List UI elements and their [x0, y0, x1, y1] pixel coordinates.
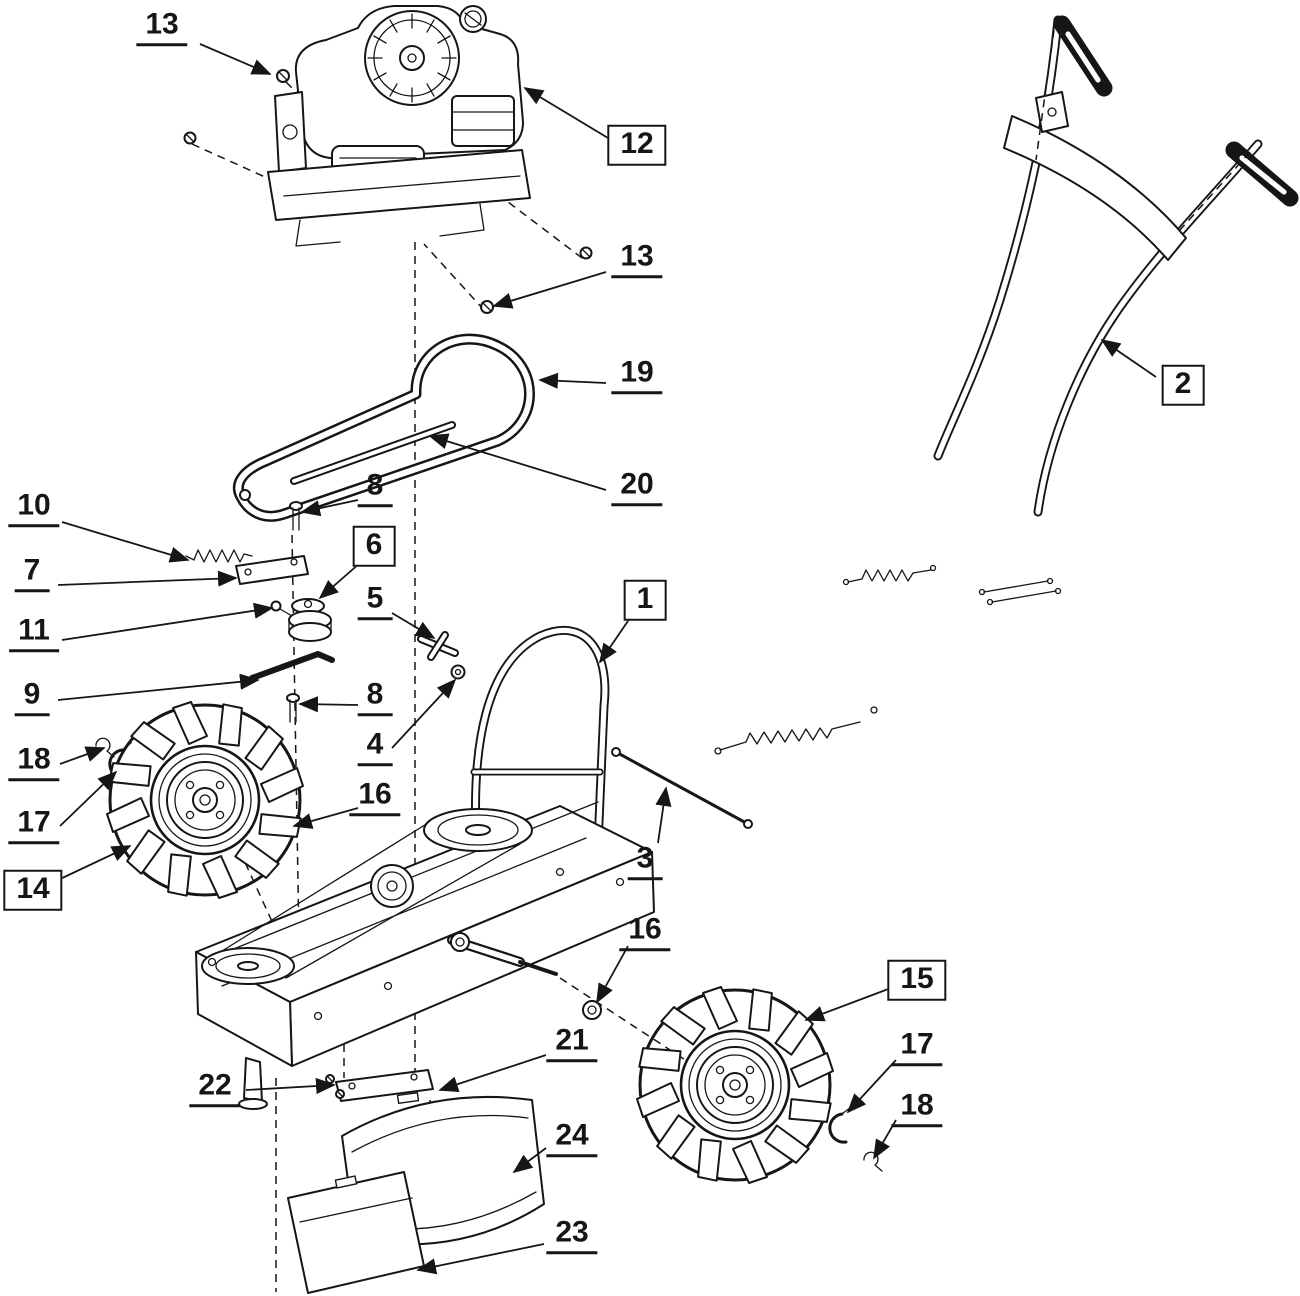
deck-stand-leg	[238, 1057, 268, 1110]
leader-5	[391, 612, 436, 639]
leader-21	[438, 1054, 547, 1093]
deck-pulley-large	[423, 808, 533, 852]
idler-pulley	[288, 598, 332, 642]
leader-6	[318, 562, 361, 600]
side-guard	[287, 1171, 425, 1294]
handle-frame	[470, 626, 610, 873]
idler-cluster	[185, 501, 335, 837]
handlebar-assembly	[933, 15, 1299, 517]
leader-9	[57, 673, 260, 701]
leader-20	[428, 433, 607, 491]
screw	[276, 69, 290, 83]
leader-8	[298, 696, 359, 713]
retaining-clip-left	[95, 737, 115, 758]
carriage-bolt-upper	[289, 501, 303, 531]
leader-12	[523, 87, 609, 139]
recoil-starter	[364, 10, 460, 106]
tension-rod	[611, 747, 753, 829]
leader-17	[59, 770, 118, 827]
fuel-cap	[459, 5, 487, 33]
leader-4	[391, 678, 457, 749]
carriage-bolt-lower	[286, 693, 300, 723]
tension-spring	[185, 549, 253, 563]
tension-lever	[249, 651, 335, 681]
leader-24	[512, 1147, 547, 1174]
leader-11	[61, 602, 274, 641]
lock-clip-right	[828, 1106, 852, 1144]
leader-3	[655, 786, 672, 844]
chassis-deck	[195, 801, 655, 1110]
engine-side-bracket	[274, 91, 307, 173]
cross-shaft	[417, 631, 459, 661]
leader-7	[57, 570, 238, 587]
leader-14	[57, 845, 132, 881]
axle-shaft	[447, 932, 558, 976]
leader-22	[245, 1077, 336, 1095]
leader-8	[300, 499, 359, 517]
flat-washer	[450, 664, 466, 680]
leader-23	[416, 1243, 545, 1275]
wheel-right	[634, 984, 836, 1186]
leader-16	[292, 807, 359, 829]
leader-18	[59, 746, 106, 765]
handlebar-cross-brace	[1003, 115, 1187, 261]
idler-bracket	[235, 555, 309, 585]
leader-1	[598, 617, 631, 664]
leader-2	[1100, 338, 1157, 378]
carburetor-box	[451, 95, 515, 147]
leader-17	[846, 1059, 897, 1114]
screw	[480, 300, 494, 314]
engine-assembly	[267, 5, 531, 247]
leader-lines	[57, 43, 1157, 1275]
handle-grip-right	[1225, 141, 1299, 207]
spacer-washer-lower	[582, 1000, 602, 1020]
leader-13	[199, 43, 272, 75]
screw	[183, 131, 197, 145]
leader-10	[61, 521, 190, 563]
leader-16	[596, 945, 629, 1004]
engine-base-plate	[267, 149, 531, 247]
leader-19	[538, 372, 607, 389]
deck-pulley-small	[201, 947, 295, 985]
wheel-left	[104, 699, 306, 901]
engine-mount-screws	[183, 69, 593, 314]
transmission-gear	[370, 864, 414, 908]
handlebar-clamp	[1035, 91, 1069, 133]
leader-15	[804, 987, 892, 1022]
handle-grip-left	[1053, 15, 1113, 97]
screw	[579, 246, 593, 260]
drive-belt	[232, 333, 535, 522]
control-cables	[714, 564, 1062, 755]
pivot-bolt	[270, 600, 293, 617]
belt-guide	[239, 421, 456, 501]
leader-18	[873, 1119, 897, 1160]
deck-drive-belt	[213, 817, 521, 979]
leader-13	[492, 271, 607, 309]
retaining-clip-right	[863, 1151, 883, 1172]
